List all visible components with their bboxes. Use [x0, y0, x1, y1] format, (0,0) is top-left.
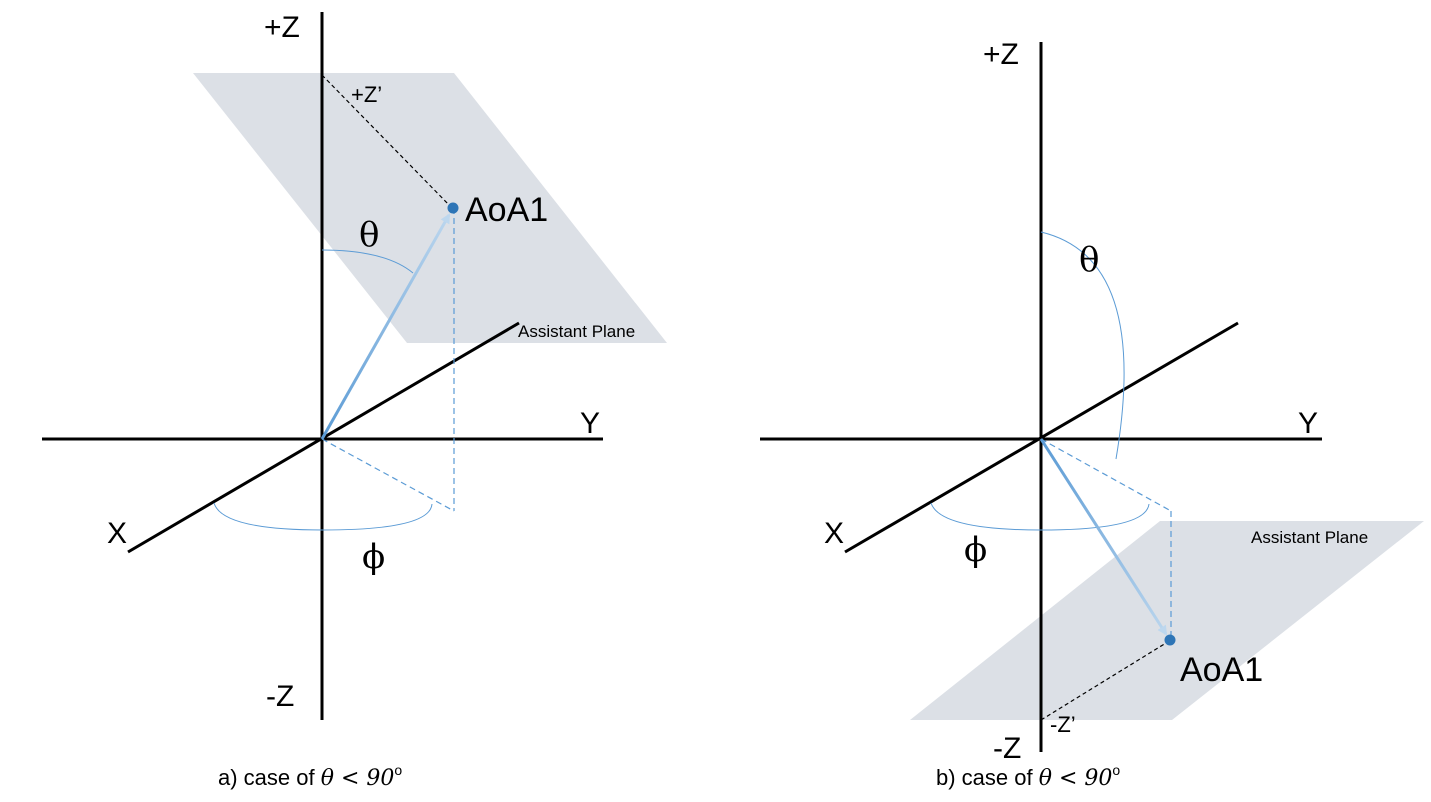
- phi-label-a: ϕ: [362, 537, 385, 577]
- caption-a-sup: o: [394, 762, 402, 778]
- minus-z-label-a: -Z: [266, 680, 294, 713]
- y-label-b: Y: [1298, 407, 1318, 440]
- assistant-plane-a: [193, 73, 667, 343]
- aoa-point-a: [447, 202, 459, 214]
- projection-line-a: [321, 438, 455, 512]
- plane-label-b: Assistant Plane: [1251, 528, 1368, 547]
- caption-a-math: θ < 90: [321, 766, 395, 791]
- theta-label-b: θ: [1079, 240, 1099, 280]
- minus-z-label-b: -Z: [993, 732, 1021, 765]
- z-prime-label-b: -Z’: [1050, 712, 1076, 737]
- aoa-point-b: [1164, 634, 1176, 646]
- x-label-a: X: [107, 517, 127, 550]
- caption-b-sup: o: [1112, 762, 1120, 778]
- y-label-a: Y: [580, 407, 600, 440]
- x-label-b: X: [824, 517, 844, 550]
- z-prime-label-a: +Z’: [351, 82, 382, 107]
- z-prime-line-a: [321, 74, 453, 209]
- theta-label-a: θ: [359, 215, 379, 255]
- projection-line-b: [1040, 438, 1172, 512]
- phi-arc-a: [213, 502, 433, 531]
- panel-b: +Z -Z Y X -Z’ AoA1 Assistant Plane θ ϕ b…: [760, 38, 1424, 791]
- caption-a-prefix: a) case of: [218, 765, 321, 790]
- caption-a: a) case of θ < 90o: [218, 762, 402, 791]
- aoa-vector-b: [1039, 438, 1168, 636]
- caption-b: b) case of θ < 90o: [936, 762, 1120, 791]
- x-axis-b: [844, 321, 1239, 554]
- phi-arc-b: [930, 502, 1150, 531]
- plus-z-label-a: +Z: [264, 11, 300, 44]
- caption-b-math: θ < 90: [1039, 766, 1113, 791]
- theta-arc-a: [321, 249, 414, 274]
- z-prime-line-b: [1040, 642, 1167, 721]
- aoa-vector-a: [320, 213, 451, 440]
- plus-z-label-b: +Z: [983, 38, 1019, 71]
- assistant-plane-b: [910, 521, 1424, 720]
- theta-arc-b: [1040, 231, 1125, 460]
- aoa-label-a: AoA1: [465, 191, 548, 229]
- plane-label-a: Assistant Plane: [518, 322, 635, 341]
- phi-label-b: ϕ: [964, 530, 987, 570]
- caption-b-prefix: b) case of: [936, 765, 1039, 790]
- panel-a: +Z -Z Y X +Z’ AoA1 Assistant Plane θ ϕ a…: [42, 11, 667, 791]
- aoa-label-b: AoA1: [1180, 651, 1263, 689]
